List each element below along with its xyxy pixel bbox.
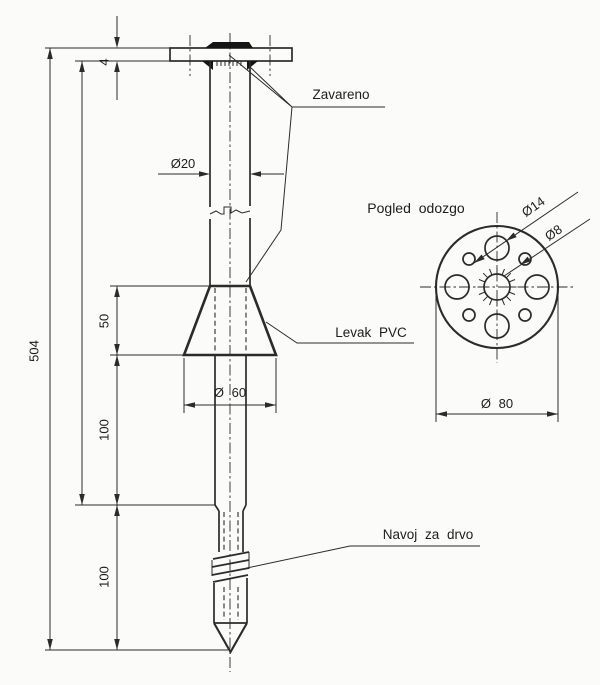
dim-80-label: Ø 80 (481, 396, 513, 411)
thread-leader (246, 545, 480, 569)
dim-50-label: 50 (97, 314, 112, 328)
funnel-label: Levak PVC (335, 325, 407, 340)
small-hole-sw (462, 308, 476, 322)
arrowhead (114, 61, 120, 72)
dim-20-label: Ø20 (171, 156, 196, 171)
weld-texture (216, 61, 242, 66)
arrowhead (436, 411, 447, 417)
arrowhead (114, 494, 120, 505)
arrowhead (114, 639, 120, 650)
small-hole-ne (518, 252, 532, 266)
dimensions-front-diameters: Ø20 Ø 60 (158, 156, 284, 413)
dim-60-label: Ø 60 (214, 385, 246, 400)
funnel-leader (265, 321, 414, 344)
thread-crests (211, 552, 250, 576)
large-hole-east (524, 274, 550, 300)
weld-label: Zavareno (312, 87, 369, 102)
dim-100-mid-label: 100 (97, 419, 112, 441)
dim-8-leader (503, 218, 591, 277)
callouts: Zavareno Levak PVC Navoj za drvo (228, 54, 480, 569)
weld-bead (205, 42, 253, 48)
tube-break-line (209, 206, 251, 215)
arrowhead (547, 411, 558, 417)
arrowhead (114, 286, 120, 297)
arrowhead (114, 355, 120, 366)
arrowhead (114, 505, 120, 516)
weld-fillet-left (202, 61, 213, 70)
arrowhead (47, 48, 53, 59)
dimensions-left: 504 4 50 100 100 (27, 16, 228, 651)
thread-label: Navoj za drvo (383, 527, 474, 542)
center-serration (477, 267, 517, 307)
arrowhead (520, 256, 531, 265)
arrowhead (265, 402, 276, 408)
tube-outline (209, 61, 251, 286)
top-view-title: Pogled odozgo (367, 200, 465, 216)
lower-rod-outline (213, 578, 248, 623)
dim-14-leader (473, 191, 579, 264)
arrowhead (79, 494, 85, 505)
arrowhead (114, 344, 120, 355)
dim-80-line (435, 295, 559, 422)
arrowhead (114, 37, 120, 48)
dim-100-lower-label: 100 (97, 566, 112, 588)
front-view (169, 33, 293, 672)
large-hole-north (484, 235, 510, 261)
arrowhead (184, 402, 195, 408)
dim-8-label: Ø8 (542, 222, 565, 244)
weld-leader (228, 54, 385, 283)
top-plate (169, 47, 293, 62)
dim-60-line (183, 358, 277, 413)
small-hole-se (518, 308, 532, 322)
arrowhead (47, 639, 53, 650)
thread-coil (211, 551, 250, 583)
thread-core-hidden-lower (223, 587, 239, 620)
rod-hidden-in-funnel (214, 288, 247, 353)
funnel-outline (182, 284, 278, 357)
rod-outline (214, 355, 247, 505)
large-hole-south (484, 313, 510, 339)
arrowhead (250, 171, 261, 177)
arrowhead (79, 61, 85, 72)
rod-shoulder (214, 504, 247, 552)
arrowhead (199, 171, 210, 177)
dim-4-label: 4 (97, 58, 112, 65)
small-hole-nw (462, 252, 476, 266)
arrowhead (506, 232, 517, 241)
plate-hole-centerlines (189, 35, 271, 76)
dim-504-label: 504 (27, 340, 42, 362)
plate-outline-top (434, 224, 560, 350)
thread-core-hidden-upper (223, 512, 239, 550)
point-cone (213, 622, 248, 655)
top-view: Pogled odozgo Ø14 Ø8 Ø 80 (367, 191, 591, 422)
large-hole-west (444, 274, 470, 300)
arrowhead (474, 254, 485, 263)
